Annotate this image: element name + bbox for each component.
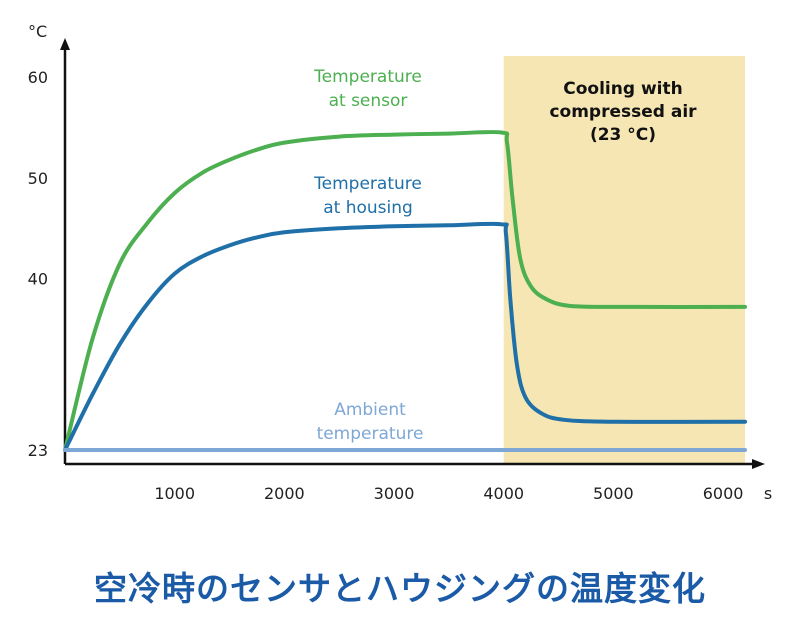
- temperature-at-housing-line: [63, 221, 747, 452]
- x-tick-label: 5000: [593, 484, 634, 503]
- temperature-at-housing-label: at housing: [323, 198, 413, 218]
- cooling-region-layer: [503, 56, 745, 464]
- x-tick-label: 2000: [264, 484, 305, 503]
- cooling-region-label: Cooling with: [563, 79, 682, 99]
- cooling-region-label: (23 °C): [590, 125, 656, 145]
- y-tick-label: 50: [28, 169, 48, 188]
- axes-layer: 23 40 50 60 °C 1000 2000 3000 4000 5000 6000 s: [28, 22, 773, 503]
- ambient-temperature-label: temperature: [317, 424, 424, 444]
- temperature-at-housing-label: Temperature: [313, 174, 422, 194]
- series-layer: [63, 129, 747, 453]
- cooling-region-label: compressed air: [549, 102, 697, 122]
- y-axis-arrow: [60, 38, 70, 50]
- x-tick-label: 1000: [154, 484, 195, 503]
- y-axis-unit: °C: [28, 22, 47, 41]
- x-tick-label: 4000: [483, 484, 524, 503]
- temperature-at-sensor-label: at sensor: [329, 91, 408, 111]
- x-axis-unit: s: [764, 484, 772, 503]
- x-tick-label: 3000: [374, 484, 415, 503]
- chart-caption: 空冷時のセンサとハウジングの温度変化: [94, 569, 706, 608]
- x-tick-label: 6000: [703, 484, 744, 503]
- y-tick-label: 60: [28, 68, 48, 87]
- ambient-temperature-label: Ambient: [334, 400, 406, 420]
- y-tick-label: 23: [28, 441, 48, 460]
- y-tick-label: 40: [28, 270, 48, 289]
- x-axis-arrow: [752, 459, 765, 469]
- cooling-region: [503, 56, 745, 464]
- temperature-chart: 23 40 50 60 °C 1000 2000 3000 4000 5000 6000 s Temp…: [28, 22, 773, 503]
- temperature-at-sensor-line: [63, 129, 747, 452]
- temperature-at-sensor-label: Temperature: [313, 67, 422, 87]
